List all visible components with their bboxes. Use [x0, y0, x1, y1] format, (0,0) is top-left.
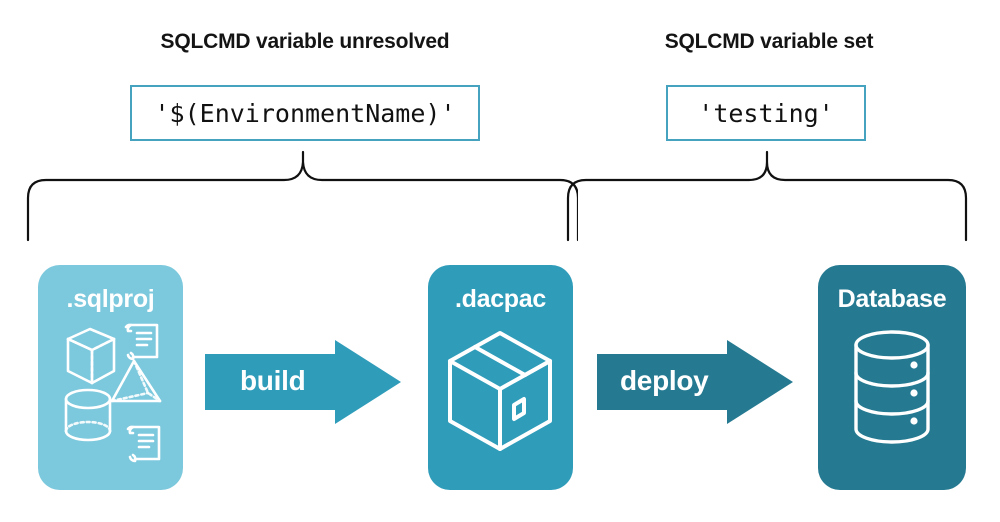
card-sqlproj-label: .sqlproj: [66, 285, 155, 313]
card-sqlproj: .sqlproj: [38, 265, 183, 490]
arrow-build-label: build: [240, 365, 306, 396]
card-dacpac: .dacpac: [428, 265, 573, 490]
brace-right: [566, 150, 968, 242]
cube-icon: [66, 327, 116, 385]
card-database: Database: [818, 265, 966, 490]
script-scroll-icon: [126, 425, 161, 463]
arrow-deploy: [597, 340, 793, 424]
pyramid-icon: [110, 359, 162, 403]
sqlcmd-variable-set-value: 'testing': [698, 98, 834, 128]
column-heading-unresolved: SQLCMD variable unresolved: [160, 30, 450, 53]
arrow-build: [205, 340, 401, 424]
card-dacpac-artwork: [448, 331, 552, 451]
brace-left: [26, 150, 578, 242]
card-dacpac-label: .dacpac: [454, 285, 546, 313]
sqlcmd-variable-unresolved-value-box: '$(EnvironmentName)': [130, 85, 480, 141]
database-cylinder-icon: [854, 330, 930, 444]
arrow-deploy-label: deploy: [620, 365, 709, 396]
cylinder-icon: [64, 388, 112, 442]
package-box-icon: [448, 331, 552, 451]
script-scroll-icon: [124, 323, 159, 361]
card-sqlproj-artwork: [64, 323, 162, 463]
column-heading-set: SQLCMD variable set: [664, 30, 874, 53]
sqlcmd-variable-unresolved-value: '$(EnvironmentName)': [154, 98, 456, 128]
sqlcmd-variable-set-value-box: 'testing': [666, 85, 866, 141]
database-status-dots: [910, 361, 918, 425]
card-database-label: Database: [837, 285, 947, 313]
card-database-artwork: [854, 330, 930, 444]
